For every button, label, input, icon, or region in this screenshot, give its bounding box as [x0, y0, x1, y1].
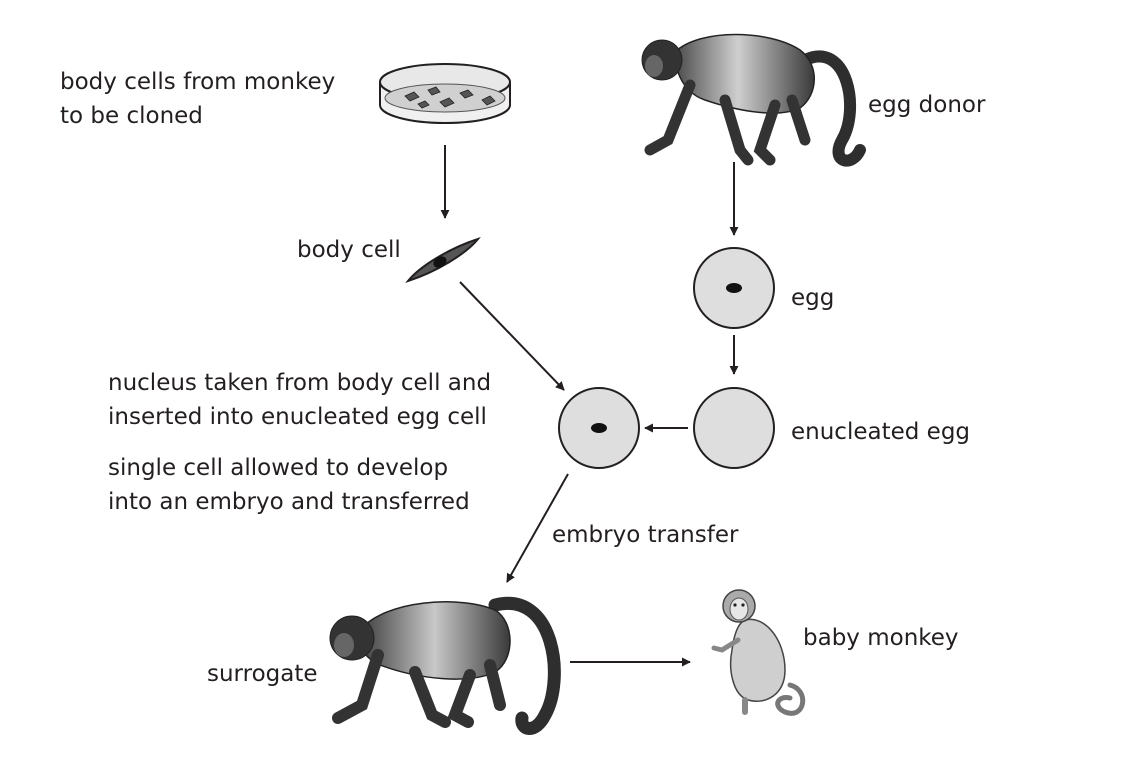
body-cell-icon — [405, 237, 481, 283]
label-egg: egg — [791, 285, 835, 311]
arrow-embryo-transfer — [506, 473, 569, 583]
egg-donor-monkey-icon — [641, 33, 866, 167]
label-single-cell-line2: into an embryo and transferred — [108, 489, 470, 515]
label-egg-donor: egg donor — [868, 92, 986, 118]
baby-monkey-icon — [711, 589, 806, 716]
label-body-cells-line1: body cells from monkey — [60, 69, 336, 95]
label-surrogate: surrogate — [207, 661, 318, 687]
label-nucleus-line1: nucleus taken from body cell and — [108, 370, 492, 396]
label-baby-monkey: baby monkey — [803, 625, 959, 651]
surrogate-monkey-icon — [329, 596, 561, 735]
label-single-cell-line1: single cell allowed to develop — [108, 455, 449, 481]
label-body-cell: body cell — [297, 237, 401, 263]
label-embryo-transfer: embryo transfer — [552, 522, 739, 548]
label-body-cells-line2: to be cloned — [60, 103, 203, 129]
enucleated-egg-cell — [693, 387, 775, 469]
egg-cell — [693, 247, 775, 329]
petri-dish-icon — [379, 63, 511, 124]
arrow-body-cell-to-reconstructed — [459, 281, 565, 391]
label-enucleated-egg: enucleated egg — [791, 419, 971, 445]
label-nucleus-line2: inserted into enucleated egg cell — [108, 404, 487, 430]
reconstructed-egg-cell — [558, 387, 640, 469]
